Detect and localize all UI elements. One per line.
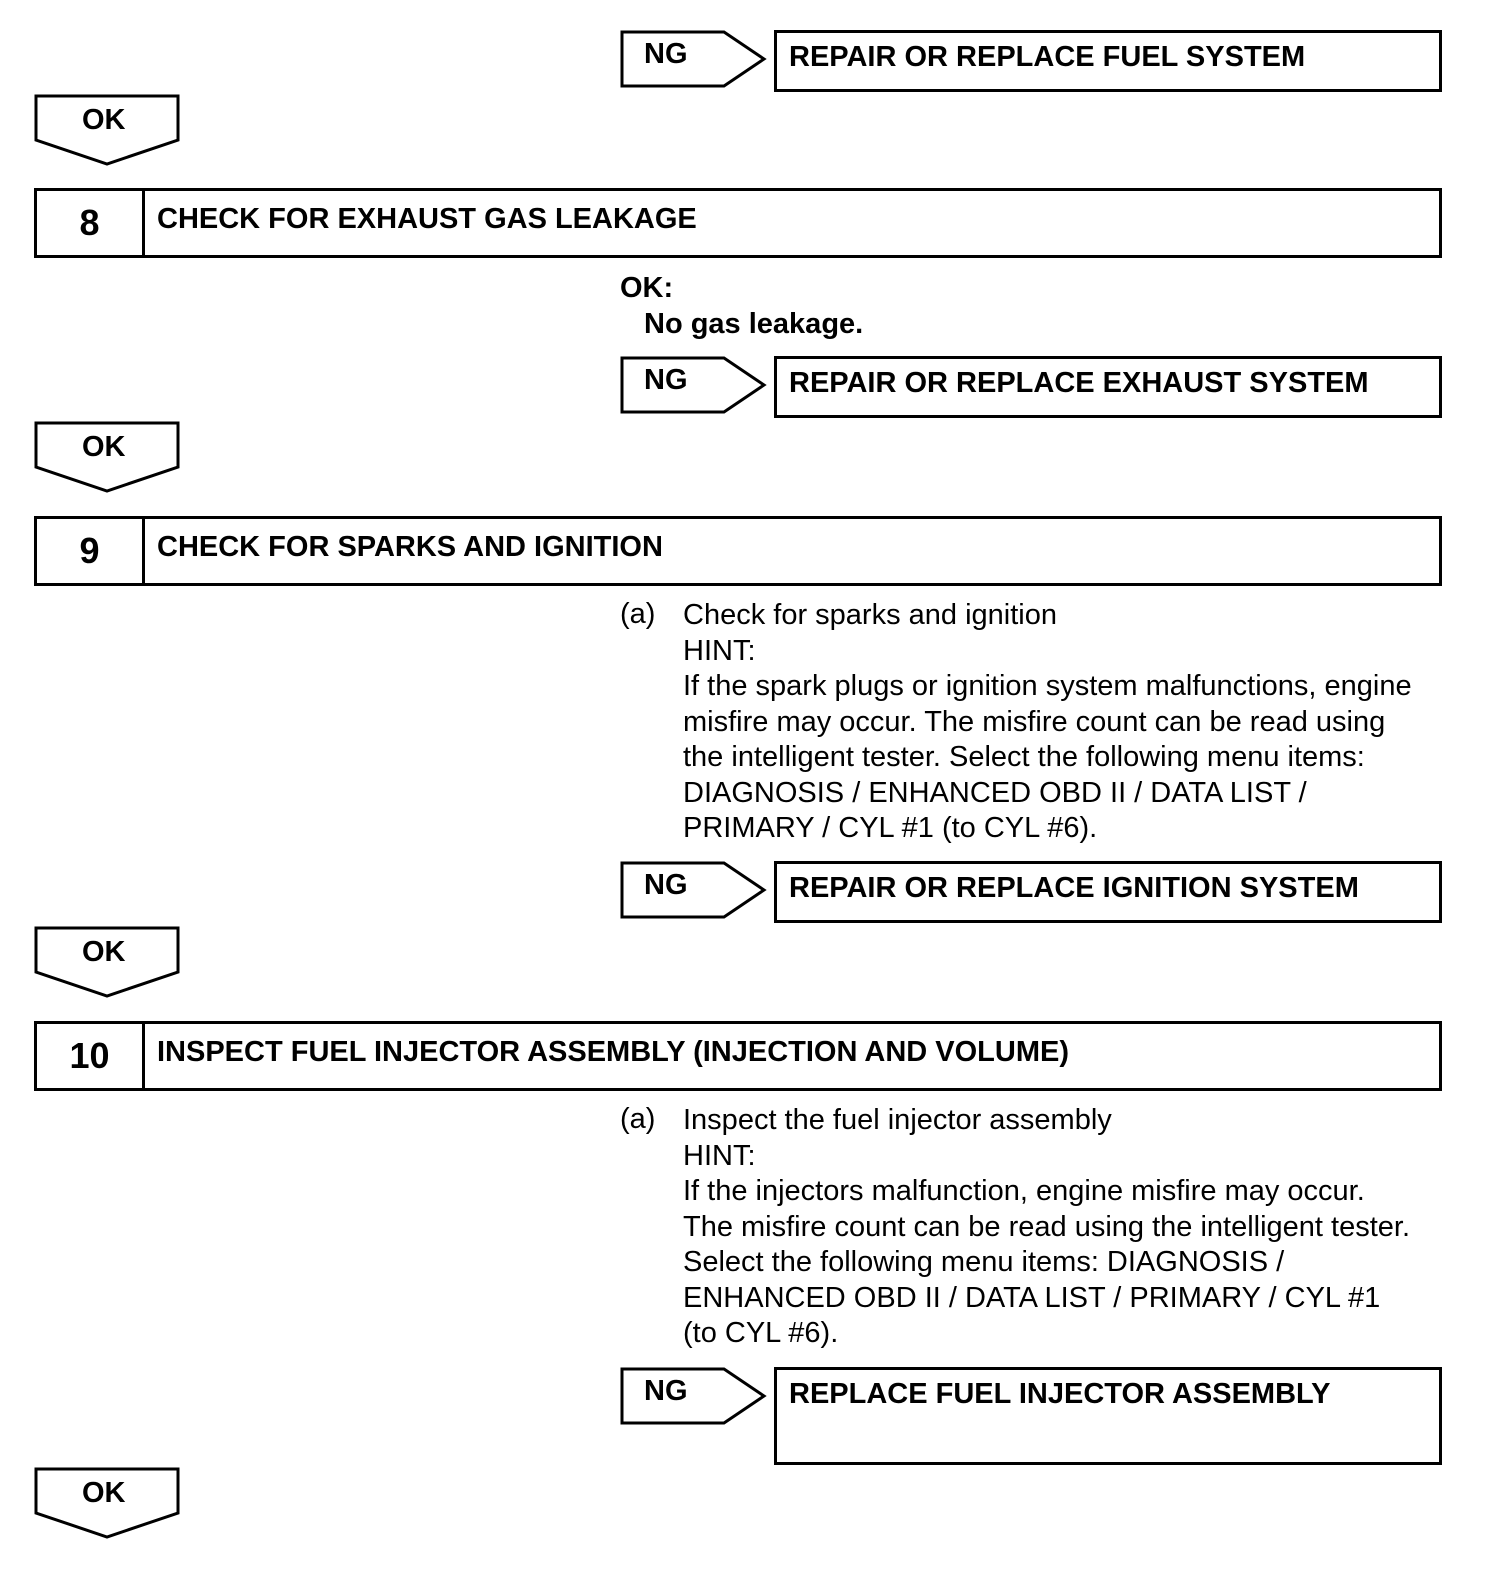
ng-label: NG bbox=[644, 38, 688, 70]
step-header-8: 8 CHECK FOR EXHAUST GAS LEAKAGE bbox=[34, 188, 1442, 258]
ok-label: OK bbox=[82, 1477, 126, 1509]
ng-arrow: NG bbox=[620, 1367, 768, 1425]
ng-label: NG bbox=[644, 869, 688, 901]
step-title: CHECK FOR EXHAUST GAS LEAKAGE bbox=[157, 203, 697, 235]
result-box-ignition-system: REPAIR OR REPLACE IGNITION SYSTEM bbox=[774, 861, 1442, 923]
step-title: CHECK FOR SPARKS AND IGNITION bbox=[157, 531, 663, 563]
ok-arrow-shape bbox=[34, 1467, 180, 1539]
instruction-line: Check for sparks and ignition bbox=[683, 599, 1057, 631]
ng-arrow-shape bbox=[620, 356, 767, 414]
ng-arrow: NG bbox=[620, 861, 768, 919]
ok-label: OK bbox=[82, 936, 126, 968]
ok-arrow: OK bbox=[34, 94, 180, 166]
result-text: REPAIR OR REPLACE IGNITION SYSTEM bbox=[789, 872, 1359, 904]
instruction-line: HINT: bbox=[683, 1139, 756, 1172]
ng-arrow-shape bbox=[620, 30, 767, 88]
ok-condition-label: OK: bbox=[620, 272, 674, 304]
ok-arrow: OK bbox=[34, 1467, 180, 1539]
ng-arrow-shape bbox=[620, 1367, 767, 1425]
ok-label: OK bbox=[82, 104, 126, 136]
ng-arrow: NG bbox=[620, 356, 768, 414]
ng-label: NG bbox=[644, 1375, 688, 1407]
instruction-label: (a) bbox=[620, 598, 656, 630]
step-header-9: 9 CHECK FOR SPARKS AND IGNITION bbox=[34, 516, 1442, 586]
ok-condition: OK: No gas leakage. bbox=[620, 270, 863, 342]
ng-label: NG bbox=[644, 364, 688, 396]
instruction-line: Inspect the fuel injector assembly bbox=[683, 1104, 1112, 1136]
instruction-line: If the spark plugs or ignition system ma… bbox=[683, 670, 1412, 702]
step-header-10: 10 INSPECT FUEL INJECTOR ASSEMBLY (INJEC… bbox=[34, 1021, 1442, 1091]
result-box-fuel-injector: REPLACE FUEL INJECTOR ASSEMBLY bbox=[774, 1367, 1442, 1465]
instruction-label: (a) bbox=[620, 1103, 656, 1135]
ok-arrow-shape bbox=[34, 94, 180, 166]
instruction-line: PRIMARY / CYL #1 (to CYL #6). bbox=[683, 812, 1098, 844]
ok-arrow-shape bbox=[34, 926, 180, 998]
ok-arrow-shape bbox=[34, 421, 180, 493]
result-box-exhaust-system: REPAIR OR REPLACE EXHAUST SYSTEM bbox=[774, 356, 1442, 418]
ok-arrow: OK bbox=[34, 926, 180, 998]
instruction-line: If the injectors malfunction, engine mis… bbox=[683, 1175, 1365, 1207]
step-title: INSPECT FUEL INJECTOR ASSEMBLY (INJECTIO… bbox=[157, 1036, 1069, 1068]
result-text: REPAIR OR REPLACE EXHAUST SYSTEM bbox=[789, 367, 1369, 399]
instruction-line: Select the following menu items: DIAGNOS… bbox=[683, 1246, 1285, 1278]
step-number: 8 bbox=[37, 191, 145, 255]
ng-arrow-shape bbox=[620, 861, 767, 919]
instruction-line: HINT: bbox=[683, 634, 756, 667]
instruction-line: ENHANCED OBD II / DATA LIST / PRIMARY / … bbox=[683, 1281, 1381, 1314]
result-box-fuel-system: REPAIR OR REPLACE FUEL SYSTEM bbox=[774, 30, 1442, 92]
instruction-line: misfire may occur. The misfire count can… bbox=[683, 705, 1386, 738]
instruction-line: the intelligent tester. Select the follo… bbox=[683, 741, 1365, 773]
instruction-line: The misfire count can be read using the … bbox=[683, 1210, 1411, 1243]
instruction-line: (to CYL #6). bbox=[683, 1317, 839, 1349]
ok-label: OK bbox=[82, 431, 126, 463]
step-number: 9 bbox=[37, 519, 145, 583]
result-text: REPAIR OR REPLACE FUEL SYSTEM bbox=[789, 41, 1306, 73]
instruction-text-step10: Inspect the fuel injector assembly HINT:… bbox=[683, 1103, 1410, 1352]
step-number: 10 bbox=[37, 1024, 145, 1088]
result-text: REPLACE FUEL INJECTOR ASSEMBLY bbox=[789, 1378, 1331, 1410]
ng-arrow: NG bbox=[620, 30, 768, 88]
ok-condition-text: No gas leakage. bbox=[644, 308, 864, 340]
instruction-text-step9: Check for sparks and ignition HINT: If t… bbox=[683, 598, 1412, 847]
ok-arrow: OK bbox=[34, 421, 180, 493]
instruction-line: DIAGNOSIS / ENHANCED OBD II / DATA LIST … bbox=[683, 776, 1307, 809]
